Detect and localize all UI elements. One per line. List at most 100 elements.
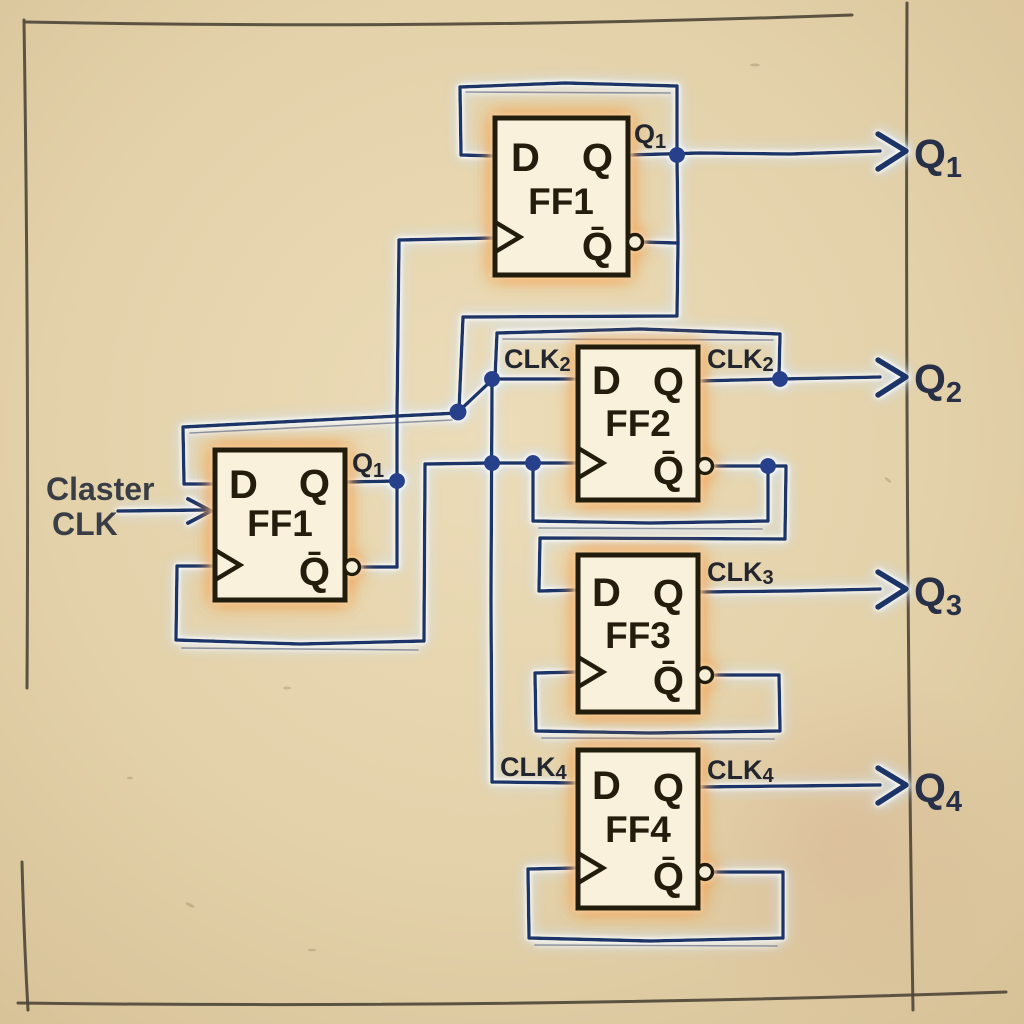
tag-sub: 4 xyxy=(763,765,775,787)
ff1top-q-label: Q xyxy=(582,136,614,180)
out-sub: 2 xyxy=(946,377,962,409)
wire-ff1left-q-out xyxy=(343,479,399,484)
wire-q3-output xyxy=(696,587,882,594)
wire-ff4-qbar-loop xyxy=(526,866,785,943)
ff2-clock-input-icon xyxy=(576,446,608,480)
flipflop-boxes xyxy=(212,115,715,911)
wire-echo xyxy=(502,338,774,341)
paper-corner-tint xyxy=(654,654,1024,1024)
ff1left-box xyxy=(212,447,348,603)
ff1top-clock-input-icon xyxy=(493,220,525,254)
junction-dot xyxy=(760,458,776,474)
wires xyxy=(116,81,909,947)
wire-clk-input xyxy=(116,508,207,513)
junction-dot xyxy=(449,403,467,421)
wire-clock-chain xyxy=(174,461,580,646)
ff3-q-label: Q xyxy=(653,572,685,616)
arrowhead-q1-icon xyxy=(875,131,909,172)
ff2-negation-bubble-icon xyxy=(695,456,715,476)
arrowhead-q3-icon xyxy=(875,569,909,610)
ff1left-clock-input-icon xyxy=(213,548,245,582)
ff3-name: FF3 xyxy=(605,615,671,656)
ff3-qbar-label: Q̄ xyxy=(653,659,685,703)
ff2-qbar-label: Q̄ xyxy=(653,449,685,493)
ff1top-d-label: D xyxy=(511,136,541,180)
out-prefix: Q xyxy=(914,569,946,615)
ff2-box xyxy=(575,344,701,503)
ff2-clk2-left-tag: CLK2 xyxy=(504,344,571,376)
ff4-clk4-right-tag: CLK4 xyxy=(707,755,775,787)
ff2-d-label: D xyxy=(592,359,622,403)
ff4-box xyxy=(575,747,701,911)
out-prefix: Q xyxy=(914,131,946,177)
ff1left-name: FF1 xyxy=(247,503,313,544)
ff3-clock-input-icon xyxy=(576,655,608,689)
wire-clk4-feed xyxy=(489,378,580,785)
wire-ff1top-feedback-loop xyxy=(458,81,679,158)
ff3-box xyxy=(575,552,701,715)
tag-sub: 4 xyxy=(556,762,568,784)
tag-prefix: CLK xyxy=(500,752,556,782)
ff1top-q1-tag: Q1 xyxy=(634,119,666,153)
arrowhead-clk-icon xyxy=(186,497,213,525)
wire-ff2-top-loop xyxy=(493,327,782,381)
tag-sub: 1 xyxy=(373,460,384,482)
wire-ff1top-qbar-stub xyxy=(639,240,680,245)
tag-prefix: CLK xyxy=(707,344,763,374)
arrowhead-q4-icon xyxy=(875,765,909,806)
wire-echo xyxy=(189,419,453,434)
wire-ff3-qbar-loop xyxy=(533,670,782,735)
wire-echo xyxy=(538,527,763,530)
ff2-q-label: Q xyxy=(653,360,685,404)
tag-prefix: Q xyxy=(352,448,373,478)
ff4-negation-bubble-icon xyxy=(695,862,715,882)
ff1top-box xyxy=(492,115,631,278)
wire-echo xyxy=(534,944,778,947)
arrowhead-q2-icon xyxy=(875,357,909,398)
output-q4-label: Q4 xyxy=(914,765,962,818)
ff3-clk3-tag: CLK3 xyxy=(707,557,774,589)
ff3-negation-bubble-icon xyxy=(695,665,715,685)
ff2-name: FF2 xyxy=(605,403,671,444)
wire-ff1top-qbar-down xyxy=(457,152,680,412)
ff4-clk4-left-tag: CLK4 xyxy=(500,752,568,784)
ff4-q-label: Q xyxy=(653,766,685,810)
junction-dot xyxy=(389,473,405,489)
tag-sub: 3 xyxy=(763,567,774,589)
wire-q4-output xyxy=(696,783,882,789)
border-bottom xyxy=(16,990,1008,1007)
clock-source-line2: CLK xyxy=(52,506,118,542)
output-q3-label: Q3 xyxy=(914,569,962,622)
out-prefix: Q xyxy=(914,356,946,402)
ff1top-negation-bubble-icon xyxy=(625,232,645,252)
ff4-qbar-label: Q̄ xyxy=(653,855,685,899)
clock-source-line1: Claster xyxy=(46,471,155,507)
tag-sub: 2 xyxy=(763,354,774,376)
ff1left-q1-tag: Q1 xyxy=(352,448,384,482)
out-sub: 4 xyxy=(946,786,962,818)
tag-prefix: CLK xyxy=(707,755,763,785)
wire-ff1top-clock-feed xyxy=(395,236,495,418)
ff4-d-label: D xyxy=(592,764,622,808)
junction-dot xyxy=(525,455,541,471)
wire-ff1left-d-loop xyxy=(181,411,460,486)
ff1top-name: FF1 xyxy=(528,181,594,222)
labels: D Q FF1 Q̄ Q1 D Q FF1 Q̄ Q1 D Q FF2 Q̄ C… xyxy=(46,119,962,899)
paper-specks xyxy=(127,63,892,952)
out-sub: 3 xyxy=(946,590,962,622)
ff3-d-label: D xyxy=(592,571,622,615)
wire-ff3-d-input xyxy=(537,464,788,593)
wire-echo xyxy=(465,91,671,94)
tag-prefix: Q xyxy=(634,119,655,149)
ff1left-d-label: D xyxy=(229,463,259,507)
output-q1-label: Q1 xyxy=(914,131,962,184)
out-sub: 1 xyxy=(946,152,962,184)
wire-ff2-qbar-return xyxy=(531,462,770,525)
tag-sub: 2 xyxy=(560,354,571,376)
junction-dot xyxy=(669,147,685,163)
wire-q1-output xyxy=(626,149,882,157)
border-left-lower xyxy=(20,860,30,1012)
ff4-clock-input-icon xyxy=(576,851,608,885)
